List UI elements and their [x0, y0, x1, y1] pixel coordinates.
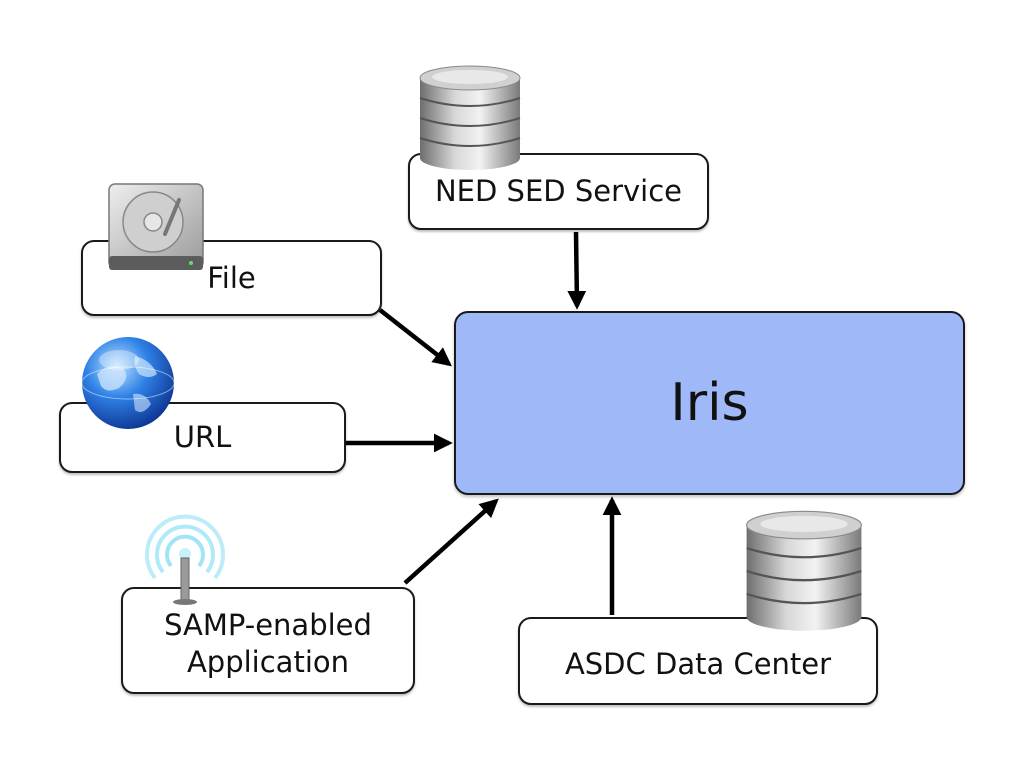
- hard-drive-icon: [108, 183, 204, 270]
- url-label: URL: [173, 420, 232, 455]
- database-icon: [419, 65, 521, 170]
- ned-sed-service-label: NED SED Service: [434, 174, 683, 209]
- arrow-samp-to-iris: [403, 498, 499, 585]
- database-icon: [746, 510, 862, 631]
- antenna-broadcast-icon: [145, 514, 225, 605]
- samp-label-line2: Application: [186, 644, 350, 679]
- iris-label: Iris: [670, 373, 749, 433]
- url-box: URL: [59, 402, 346, 473]
- file-label: File: [207, 260, 256, 295]
- arrow-ned-to-iris: [567, 231, 587, 310]
- samp-label-line1: SAMP-enabled: [164, 608, 372, 643]
- samp-application-box: SAMP-enabled Application: [121, 587, 415, 694]
- asdc-data-center-box: ASDC Data Center: [518, 617, 878, 705]
- asdc-data-center-label: ASDC Data Center: [564, 646, 832, 681]
- arrow-file-to-iris: [378, 308, 452, 367]
- iris-node: Iris: [454, 311, 965, 495]
- globe-icon: [81, 337, 175, 429]
